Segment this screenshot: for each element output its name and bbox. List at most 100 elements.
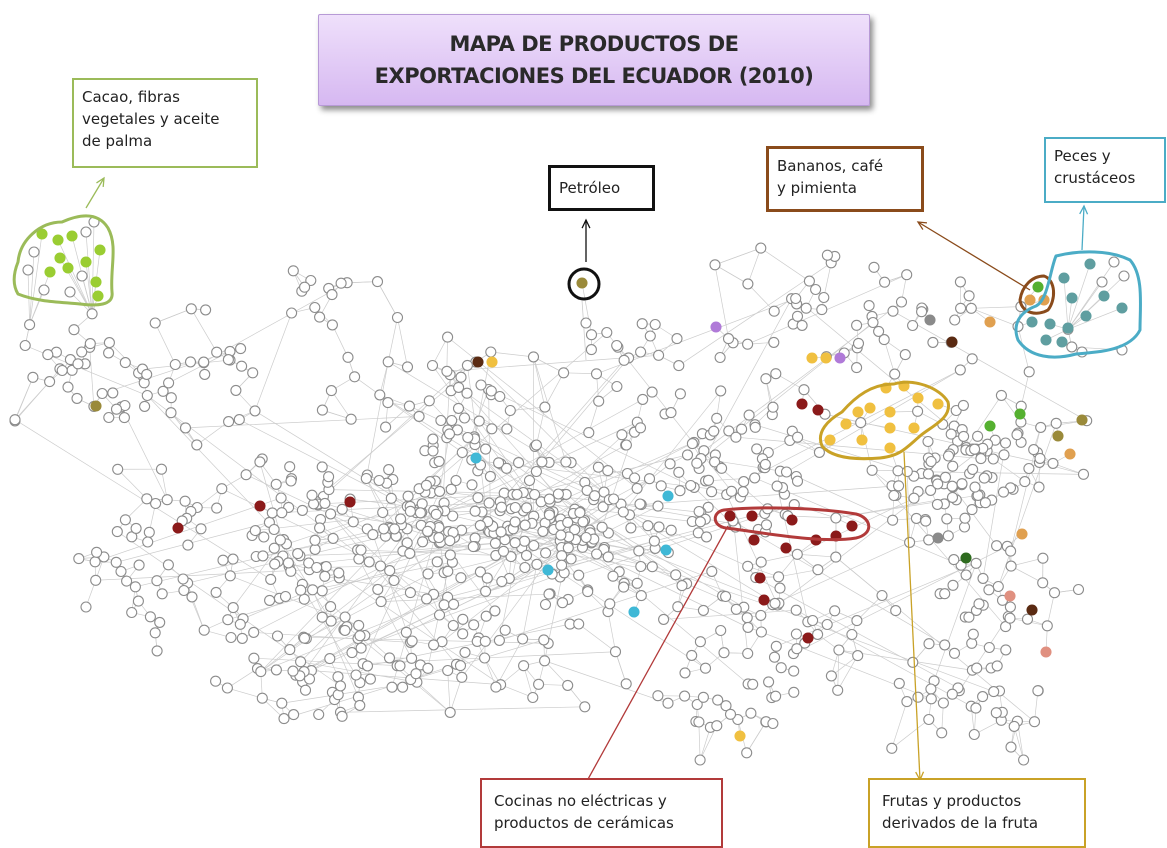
network-node-highlighted: [885, 443, 895, 453]
network-node: [157, 464, 167, 474]
network-node-highlighted: [629, 607, 639, 617]
network-node: [771, 369, 781, 379]
network-node: [143, 537, 153, 547]
network-node: [578, 517, 588, 527]
network-node: [271, 665, 281, 675]
network-node: [721, 592, 731, 602]
network-node-highlighted: [1033, 282, 1043, 292]
network-node: [405, 588, 415, 598]
network-node: [150, 318, 160, 328]
network-node: [1067, 342, 1077, 352]
network-node: [950, 648, 960, 658]
network-node: [155, 617, 165, 627]
network-node: [978, 573, 988, 583]
callout-frutas-line: Frutas y productos: [882, 790, 1072, 812]
network-node: [608, 571, 618, 581]
network-node: [326, 386, 336, 396]
network-node: [992, 541, 1002, 551]
network-node: [142, 369, 152, 379]
network-edge: [15, 377, 33, 419]
network-node: [256, 667, 266, 677]
network-node-highlighted: [749, 535, 759, 545]
network-node: [791, 294, 801, 304]
network-node: [771, 691, 781, 701]
network-node: [541, 548, 551, 558]
network-node: [583, 587, 593, 597]
network-node-highlighted: [473, 357, 483, 367]
network-node: [926, 694, 936, 704]
network-node: [356, 545, 366, 555]
network-node: [104, 413, 114, 423]
network-edge: [699, 722, 700, 760]
network-node: [326, 602, 336, 612]
network-node: [355, 631, 365, 641]
network-edge: [993, 459, 1025, 482]
network-node: [653, 501, 663, 511]
network-node: [1024, 464, 1034, 474]
network-node: [163, 560, 173, 570]
network-node: [285, 462, 295, 472]
network-node: [85, 339, 95, 349]
network-node: [234, 415, 244, 425]
title-line-1: MAPA DE PRODUCTOS DE: [450, 28, 739, 60]
network-node: [902, 697, 912, 707]
network-node: [744, 410, 754, 420]
network-node: [183, 540, 193, 550]
network-node: [597, 522, 607, 532]
network-node: [355, 700, 365, 710]
network-node: [890, 369, 900, 379]
network-node: [456, 372, 466, 382]
network-node: [500, 625, 510, 635]
network-node-highlighted: [63, 263, 73, 273]
network-node: [659, 614, 669, 624]
network-node: [235, 619, 245, 629]
network-node: [932, 499, 942, 509]
network-node: [480, 636, 490, 646]
network-node: [672, 334, 682, 344]
network-node: [1001, 645, 1011, 655]
network-node: [531, 467, 541, 477]
network-node: [864, 301, 874, 311]
network-node: [87, 309, 97, 319]
callout-frutas: Frutas y productos derivados de la fruta: [868, 778, 1086, 848]
cacao-arrow-head: [96, 178, 104, 187]
network-node-highlighted: [1099, 291, 1109, 301]
network-node: [531, 440, 541, 450]
network-node: [973, 431, 983, 441]
network-node: [996, 390, 1006, 400]
callout-cocinas-line: Cocinas no eléctricas y: [494, 790, 709, 812]
network-node: [675, 486, 685, 496]
network-edge: [892, 719, 929, 748]
network-node: [91, 575, 101, 585]
network-node: [364, 557, 374, 567]
network-node: [113, 464, 123, 474]
network-node: [677, 581, 687, 591]
network-node: [971, 558, 981, 568]
network-node: [959, 431, 969, 441]
network-node: [337, 711, 347, 721]
network-node: [434, 533, 444, 543]
callout-cocinas-line: productos de cerámicas: [494, 812, 709, 834]
network-node: [520, 563, 530, 573]
network-node: [485, 471, 495, 481]
network-node: [1012, 430, 1022, 440]
network-node: [532, 559, 542, 569]
network-node: [634, 546, 644, 556]
network-node: [301, 685, 311, 695]
network-node: [320, 571, 330, 581]
network-node: [442, 366, 452, 376]
network-node: [654, 522, 664, 532]
network-node: [354, 620, 364, 630]
network-node: [131, 523, 141, 533]
network-node: [310, 544, 320, 554]
network-node: [635, 499, 645, 509]
network-node: [212, 503, 222, 513]
network-node: [593, 462, 603, 472]
network-node: [296, 585, 306, 595]
network-node: [540, 402, 550, 412]
network-edge: [448, 670, 451, 712]
network-node: [376, 561, 386, 571]
callout-cacao-line: vegetales y aceite: [82, 108, 248, 130]
network-node: [911, 513, 921, 523]
network-node: [1038, 553, 1048, 563]
